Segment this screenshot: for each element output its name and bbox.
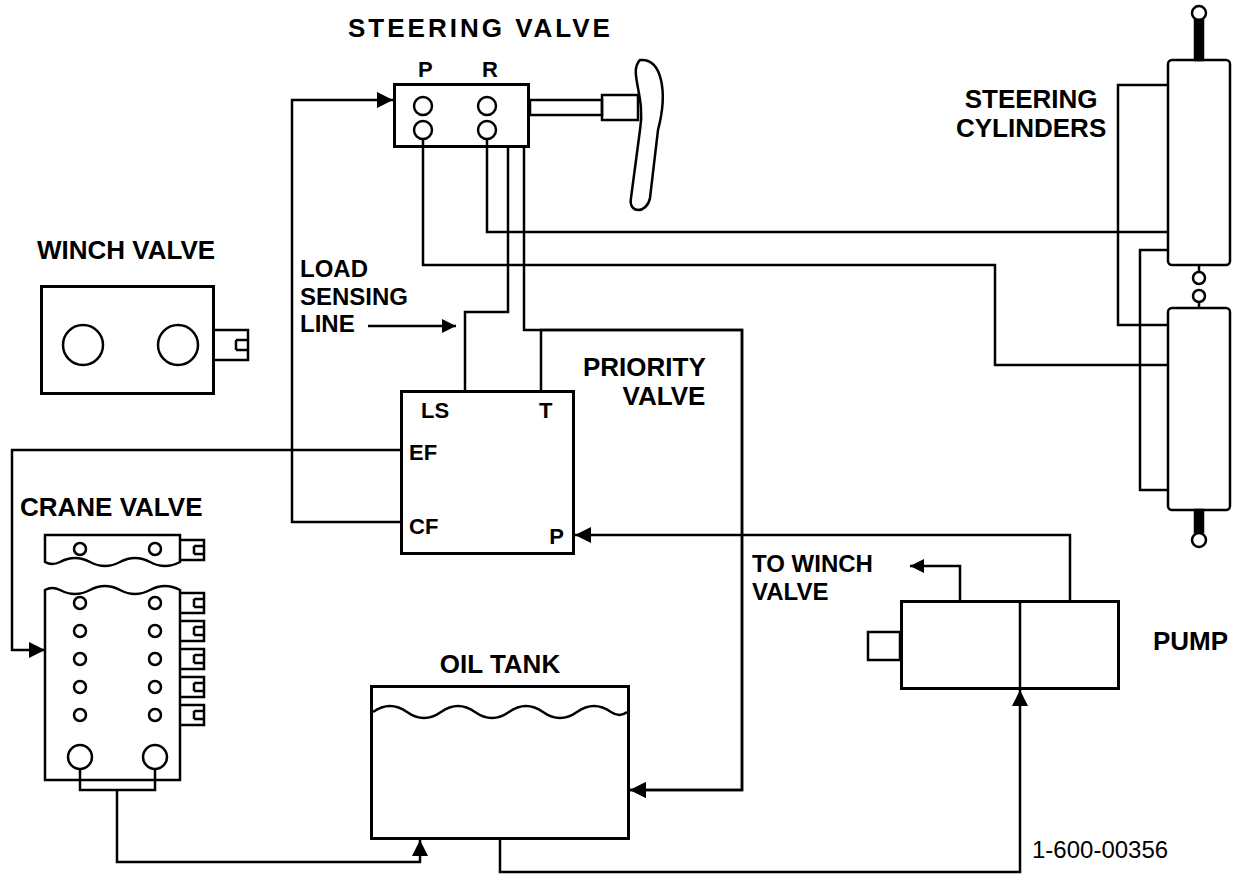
rod-eye	[1193, 272, 1205, 284]
cylinder-rod	[1195, 20, 1203, 60]
oil-surface	[373, 706, 627, 718]
port-circle	[68, 745, 92, 769]
winch-valve: WINCH VALVE	[40, 285, 215, 395]
valve-detail	[74, 653, 86, 665]
steering-valve: STEERING VALVEPR	[393, 83, 530, 148]
port-circle	[478, 121, 496, 139]
valve-detail	[180, 593, 204, 613]
hydraulic-line	[117, 800, 420, 862]
hydraulic-line	[500, 690, 1020, 872]
valve-section	[45, 535, 180, 566]
cylinder-rod	[1195, 510, 1203, 532]
component-label: WINCH VALVE	[37, 236, 215, 265]
port-label: P	[418, 58, 433, 82]
pump-shaft	[868, 632, 900, 660]
component-label: STEERING CYLINDERS	[956, 85, 1106, 142]
port-label: EF	[409, 441, 437, 465]
cylinder-body	[1168, 308, 1230, 510]
rod-eye	[1192, 6, 1206, 20]
drawing-number: 1-600-00356	[1032, 836, 1168, 864]
valve-detail	[149, 681, 161, 693]
port-label: P	[549, 525, 564, 549]
port-label: LS	[421, 399, 449, 423]
valve-detail	[149, 653, 161, 665]
cross-pipe	[1118, 85, 1168, 325]
leader-arrow	[910, 566, 960, 600]
valve-detail	[149, 625, 161, 637]
port-label: R	[482, 58, 498, 82]
port-circle	[414, 121, 432, 139]
steering-wheel	[631, 60, 663, 210]
hydraulic-line	[487, 148, 1168, 232]
valve-handle	[215, 330, 248, 360]
port-circle	[478, 97, 496, 115]
cylinder-body	[1168, 60, 1230, 265]
steering-shaft	[530, 100, 602, 115]
valve-section	[45, 586, 180, 780]
valve-detail	[180, 677, 204, 697]
valve-detail	[180, 705, 204, 725]
oil-tank: OIL TANK	[370, 685, 630, 840]
component-label: CRANE VALVE	[20, 493, 203, 522]
valve-detail	[149, 709, 161, 721]
component-label: STEERING VALVE	[348, 14, 613, 43]
valve-detail	[74, 543, 86, 555]
leader-arrow	[368, 325, 456, 328]
valve-detail	[180, 621, 204, 641]
valve-detail	[74, 681, 86, 693]
hydraulic-line	[524, 148, 742, 790]
hydraulic-line	[541, 330, 742, 790]
cylinder-rod	[1198, 302, 1201, 308]
valve-detail	[149, 597, 161, 609]
rod-eye	[1192, 533, 1206, 547]
valve-detail	[74, 597, 86, 609]
rod-eye	[1193, 290, 1205, 302]
callout-label: TO WINCH VALVE	[752, 550, 917, 605]
priority-valve: PRIORITY VALVELSTEFCFP	[400, 390, 575, 555]
valve-detail	[149, 543, 161, 555]
hydraulic-line	[423, 148, 1168, 365]
hydraulic-line	[12, 450, 400, 650]
steering-hub	[602, 95, 638, 120]
valve-detail	[180, 649, 204, 669]
return-pipe	[80, 769, 155, 800]
crane-valve: CRANE VALVE	[45, 535, 205, 800]
valve-detail	[74, 625, 86, 637]
steering-cylinders: STEERING CYLINDERS	[1168, 60, 1230, 510]
component-label: PRIORITY VALVE	[583, 353, 705, 410]
pump: PUMP	[900, 600, 1120, 690]
valve-detail	[74, 709, 86, 721]
port-label: CF	[409, 515, 438, 539]
pump-divider	[1019, 600, 1022, 690]
component-label: OIL TANK	[373, 650, 627, 679]
port-circle	[63, 325, 103, 365]
port-circle	[414, 97, 432, 115]
port-circle	[143, 745, 167, 769]
component-label: PUMP	[1153, 627, 1228, 656]
port-circle	[158, 325, 198, 365]
port-label: T	[539, 399, 552, 423]
callout-label: LOAD SENSING LINE	[300, 255, 408, 338]
valve-detail	[180, 540, 204, 560]
cross-pipe	[1140, 250, 1168, 490]
